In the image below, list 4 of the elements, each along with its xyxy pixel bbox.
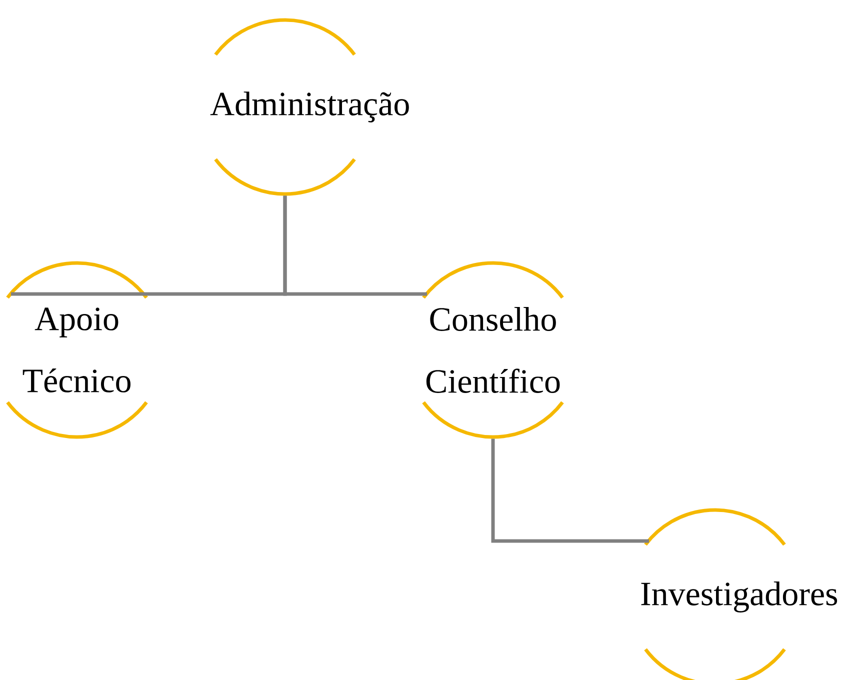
connector-line: [491, 438, 649, 543]
connector-line: [283, 196, 427, 296]
circle-node: Investigadores: [641, 508, 838, 680]
circle-node: Administração: [210, 18, 409, 196]
